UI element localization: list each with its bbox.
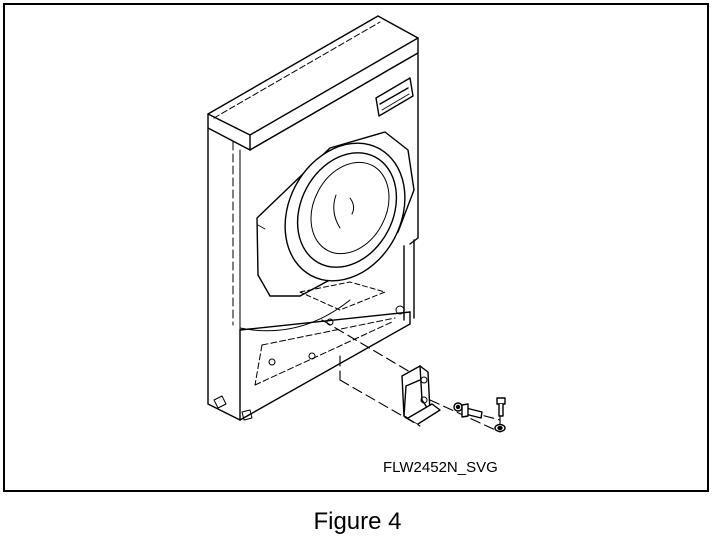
washer-cabinet-side: [208, 128, 240, 420]
figure-caption: Figure 4: [313, 508, 402, 535]
bracket-hardware: [454, 398, 505, 432]
mounting-bracket: [402, 366, 440, 424]
washer-door: [257, 122, 428, 302]
control-panel-drawer: [376, 78, 413, 116]
washer-base: [214, 282, 410, 420]
drawing-code-label: FLW2452N_SVG: [383, 459, 498, 476]
